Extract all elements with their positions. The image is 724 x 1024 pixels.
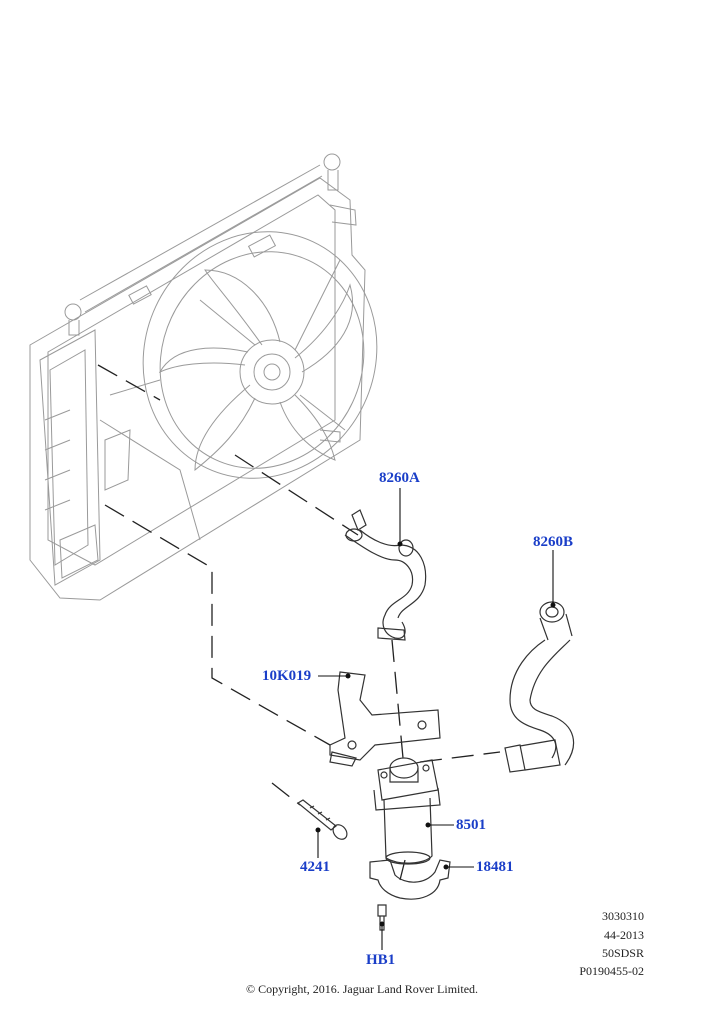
callout-8501[interactable]: 8501	[456, 817, 486, 833]
callout-4241[interactable]: 4241	[300, 859, 330, 875]
reference-line-4: P0190455-02	[579, 964, 644, 978]
reference-line-3: 50SDSR	[601, 946, 644, 960]
copyright-notice: © Copyright, 2016. Jaguar Land Rover Lim…	[245, 982, 479, 996]
hose-8260a[interactable]	[344, 509, 427, 641]
callout-18481[interactable]: 18481	[476, 859, 514, 875]
hose-8260b[interactable]	[504, 601, 575, 773]
pump-8501[interactable]	[373, 757, 441, 865]
radiator-fan-assembly	[29, 153, 378, 601]
callout-10k019[interactable]: 10K019	[262, 668, 312, 684]
strap-18481[interactable]	[369, 859, 451, 900]
reference-line-2: 44-2013	[604, 928, 644, 942]
leader-lines	[315, 488, 556, 950]
fastener-4241[interactable]	[296, 799, 350, 842]
bracket-10k019[interactable]	[329, 671, 441, 767]
callout-hb1[interactable]: HB1	[366, 952, 396, 968]
reference-line-1: 3030310	[602, 909, 644, 923]
callout-8260b[interactable]: 8260B	[533, 534, 574, 550]
callout-8260a[interactable]: 8260A	[379, 470, 420, 486]
